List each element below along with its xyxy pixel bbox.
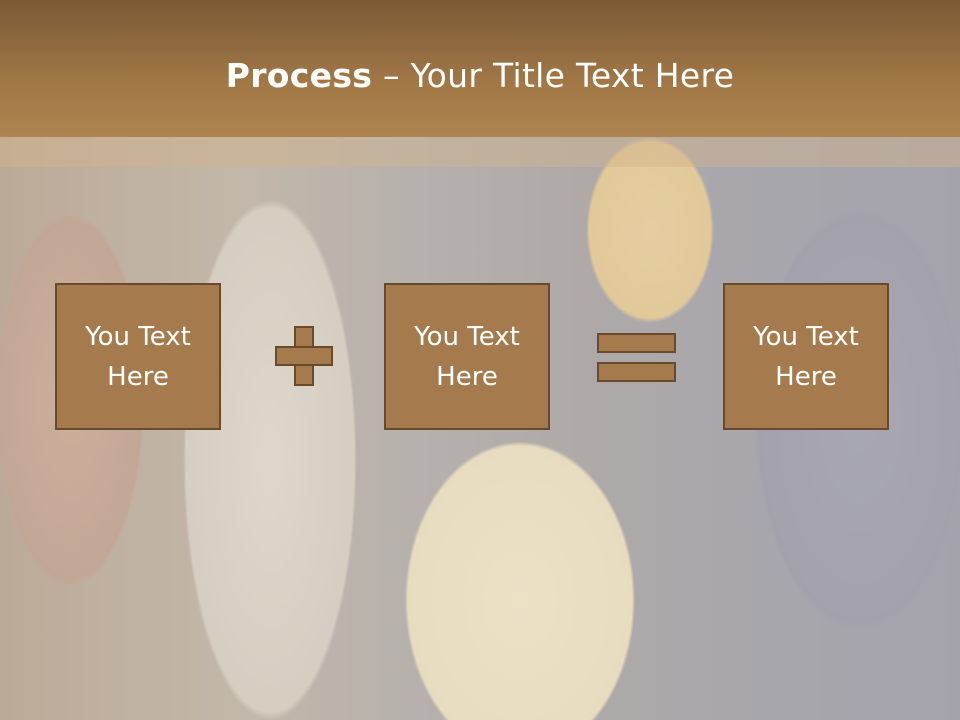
title-bold: Process: [225, 56, 373, 95]
header-shadow-band: [0, 137, 960, 167]
process-box-1: You Text Here: [55, 283, 221, 430]
equals-icon: [597, 333, 676, 383]
title-rest: – Your Title Text Here: [372, 56, 735, 95]
process-box-3: You Text Here: [723, 283, 889, 430]
slide-title: Process – Your Title Text Here: [226, 56, 735, 95]
plus-icon: [275, 326, 333, 386]
process-box-3-text: You Text Here: [753, 321, 859, 392]
process-box-2-text: You Text Here: [414, 321, 520, 392]
process-box-1-text: You Text Here: [85, 321, 191, 392]
process-box-2: You Text Here: [384, 283, 550, 430]
title-bar: Process – Your Title Text Here: [0, 0, 960, 137]
